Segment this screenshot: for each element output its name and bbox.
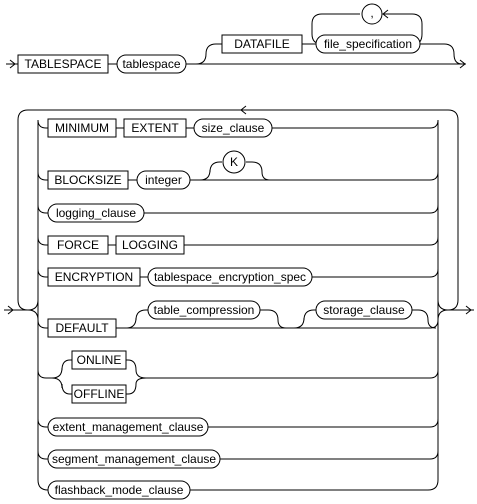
tablespace-keyword-label: TABLESPACE xyxy=(25,57,102,71)
table-compression-label: table_compression xyxy=(154,303,255,317)
storage-clause-box: storage_clause xyxy=(315,300,413,320)
integer-label: integer xyxy=(145,173,182,187)
size-clause-box: size_clause xyxy=(193,118,273,138)
k-unit-box: K xyxy=(222,150,246,174)
file-specification-box: file_specification xyxy=(315,34,421,54)
encryption-keyword-box: ENCRYPTION xyxy=(47,267,141,287)
tablespace-encryption-spec-box: tablespace_encryption_spec xyxy=(147,267,313,287)
segment-management-clause-label: segment_management_clause xyxy=(52,452,216,466)
flashback-mode-clause-box: flashback_mode_clause xyxy=(47,480,191,500)
size-clause-label: size_clause xyxy=(202,121,265,135)
extent-management-clause-box: extent_management_clause xyxy=(47,417,209,437)
minimum-keyword-box: MINIMUM xyxy=(47,118,117,138)
blocksize-keyword-label: BLOCKSIZE xyxy=(54,173,121,187)
tablespace-keyword-box: TABLESPACE xyxy=(17,54,109,74)
force-keyword-label: FORCE xyxy=(57,238,99,252)
offline-keyword-label: OFFLINE xyxy=(74,387,125,401)
integer-box: integer xyxy=(136,170,191,190)
tablespace-encryption-spec-label: tablespace_encryption_spec xyxy=(154,270,306,284)
datafile-keyword-label: DATAFILE xyxy=(234,37,290,51)
encryption-keyword-label: ENCRYPTION xyxy=(55,270,133,284)
default-keyword-box: DEFAULT xyxy=(47,318,117,338)
default-keyword-label: DEFAULT xyxy=(55,321,109,335)
tablespace-name-label: tablespace xyxy=(122,57,180,71)
blocksize-keyword-box: BLOCKSIZE xyxy=(47,170,129,190)
logging-keyword-label: LOGGING xyxy=(122,238,178,252)
comma-separator: , xyxy=(361,3,383,25)
table-compression-box: table_compression xyxy=(147,300,261,320)
k-unit-label: K xyxy=(230,155,238,169)
minimum-keyword-label: MINIMUM xyxy=(55,121,109,135)
online-keyword-box: ONLINE xyxy=(71,350,127,370)
datafile-keyword-box: DATAFILE xyxy=(221,34,303,54)
extent-keyword-label: EXTENT xyxy=(131,121,179,135)
logging-clause-label: logging_clause xyxy=(56,206,136,220)
logging-clause-box: logging_clause xyxy=(47,203,145,223)
tablespace-name-box: tablespace xyxy=(116,54,187,74)
comma-label: , xyxy=(370,6,373,20)
extent-keyword-box: EXTENT xyxy=(123,118,187,138)
flashback-mode-clause-label: flashback_mode_clause xyxy=(55,483,184,497)
storage-clause-label: storage_clause xyxy=(323,303,405,317)
force-keyword-box: FORCE xyxy=(47,235,109,255)
file-specification-label: file_specification xyxy=(324,37,412,51)
offline-keyword-box: OFFLINE xyxy=(71,384,127,404)
logging-keyword-box: LOGGING xyxy=(115,235,185,255)
extent-management-clause-label: extent_management_clause xyxy=(53,420,204,434)
online-keyword-label: ONLINE xyxy=(77,353,122,367)
segment-management-clause-box: segment_management_clause xyxy=(47,449,221,469)
choice-rails xyxy=(4,105,474,491)
